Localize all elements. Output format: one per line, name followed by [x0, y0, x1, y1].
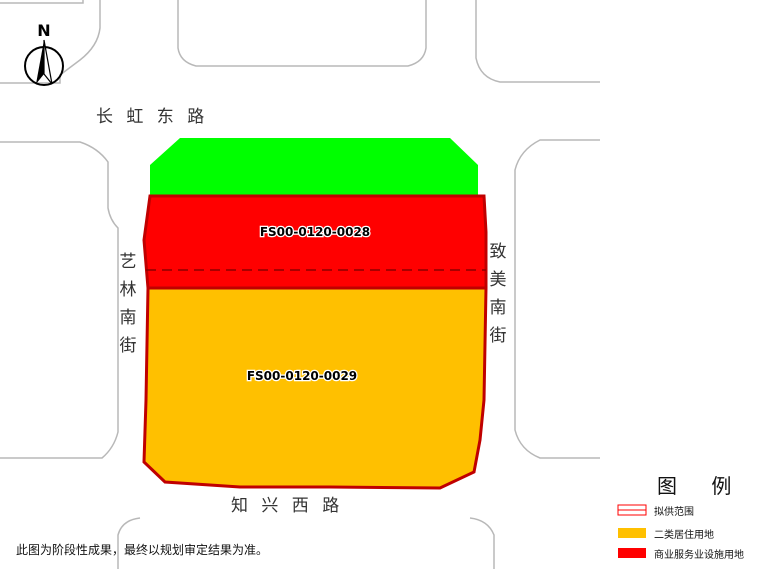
north-label: N — [37, 21, 50, 40]
legend-item-label: 二类居住用地 — [654, 529, 714, 541]
road-label-south: 知 兴 西 路 — [231, 496, 344, 516]
road-label-west: 艺 林 南 街 — [118, 248, 138, 360]
road-label-west-char: 艺 — [119, 252, 137, 272]
road-label-east-char: 美 — [489, 270, 507, 290]
road-edges — [0, 0, 600, 569]
map-note: 此图为阶段性成果，最终以规划审定结果为准。 — [16, 543, 269, 557]
north-arrow-icon: N — [24, 21, 64, 86]
legend-commercial-swatch — [618, 548, 646, 558]
legend-boundary-swatch — [617, 504, 647, 516]
parcel-commercial — [142, 194, 488, 290]
road-label-west-char: 街 — [119, 336, 137, 356]
road-label-north: 长 虹 东 路 — [96, 107, 209, 127]
road-label-east-char: 南 — [489, 298, 507, 318]
legend-item-commercial: 商业服务业设施用地 — [618, 546, 744, 561]
road-label-east: 致 美 南 街 — [488, 238, 508, 350]
parcel-residential — [142, 286, 488, 490]
legend-item-boundary: 拟供范围 — [654, 503, 694, 518]
road-label-east-char: 致 — [489, 242, 507, 262]
parcel-code-0029: FS00-0120-0029 — [247, 369, 357, 383]
legend-title: 图 例 — [657, 474, 746, 498]
parcel-code-0028: FS00-0120-0028 — [260, 225, 370, 239]
road-label-west-char: 林 — [119, 280, 137, 300]
legend-item-residential: 二类居住用地 — [618, 526, 714, 541]
legend-item-label: 拟供范围 — [654, 506, 694, 518]
road-label-east-char: 街 — [489, 326, 507, 346]
road-label-west-char: 南 — [119, 308, 137, 328]
green-area — [150, 138, 478, 196]
legend-residential-swatch — [618, 528, 646, 538]
legend-item-label: 商业服务业设施用地 — [654, 549, 744, 561]
